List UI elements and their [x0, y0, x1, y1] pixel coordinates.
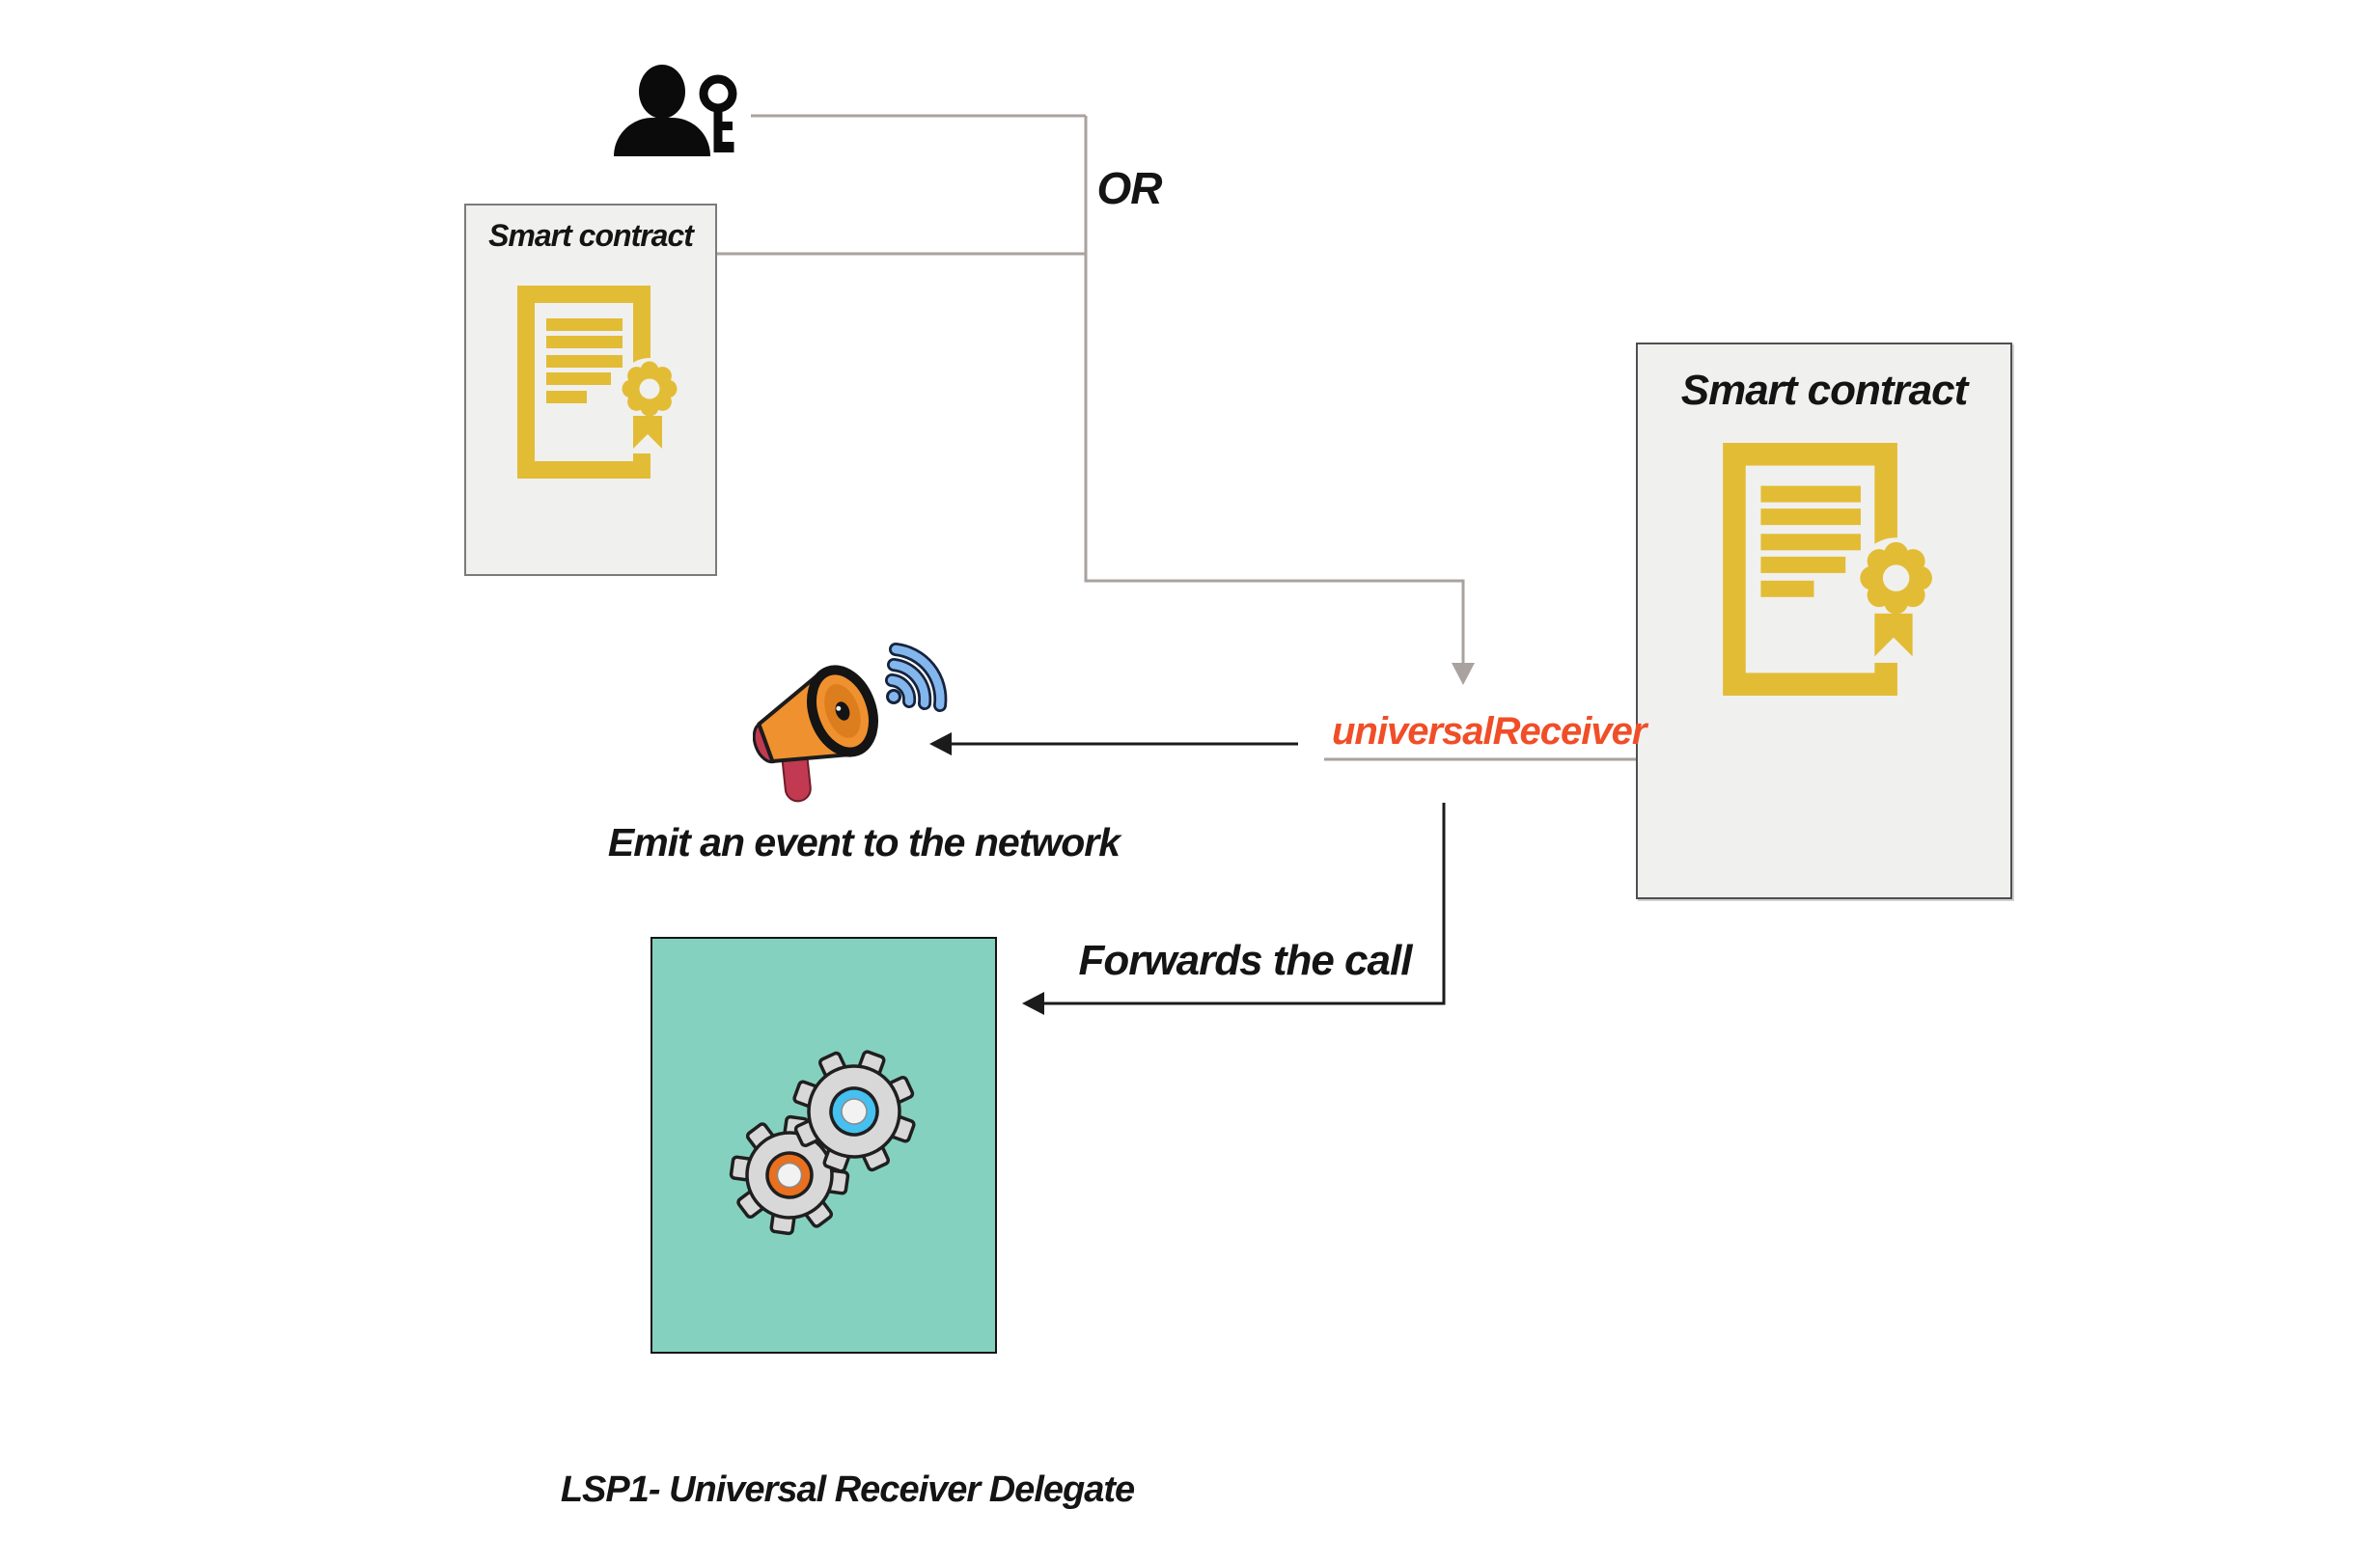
- arrow-forwards-call: [1040, 803, 1446, 1005]
- forwards-call-label: Forwards the call: [1078, 937, 1413, 984]
- arrowhead-emit: [929, 732, 952, 755]
- megaphone-icon: [753, 643, 948, 803]
- arrowhead-forwards: [1022, 992, 1044, 1015]
- gear-blue: [792, 1050, 916, 1173]
- universal-receiver-label: universalReceiver: [1332, 710, 1647, 753]
- or-label: OR: [1096, 163, 1163, 213]
- person-with-key-icon: [614, 65, 737, 156]
- right-contract-box: Smart contract: [1636, 343, 2012, 899]
- delegate-caption: LSP1- Universal Receiver Delegate: [560, 1469, 1135, 1510]
- right-contract-title: Smart contract: [1680, 367, 1969, 414]
- gears-icon: [729, 1050, 916, 1236]
- left-contract-title: Smart contract: [488, 218, 694, 253]
- certificate-icon: [517, 286, 680, 479]
- left-contract-box: Smart contract: [464, 204, 717, 576]
- certificate-icon: [1723, 443, 1937, 696]
- emit-event-label: Emit an event to the network: [607, 820, 1121, 864]
- arrowhead-down: [1452, 663, 1475, 685]
- sound-waves-icon: [885, 643, 948, 712]
- arrow-or-merge: [1084, 116, 1465, 666]
